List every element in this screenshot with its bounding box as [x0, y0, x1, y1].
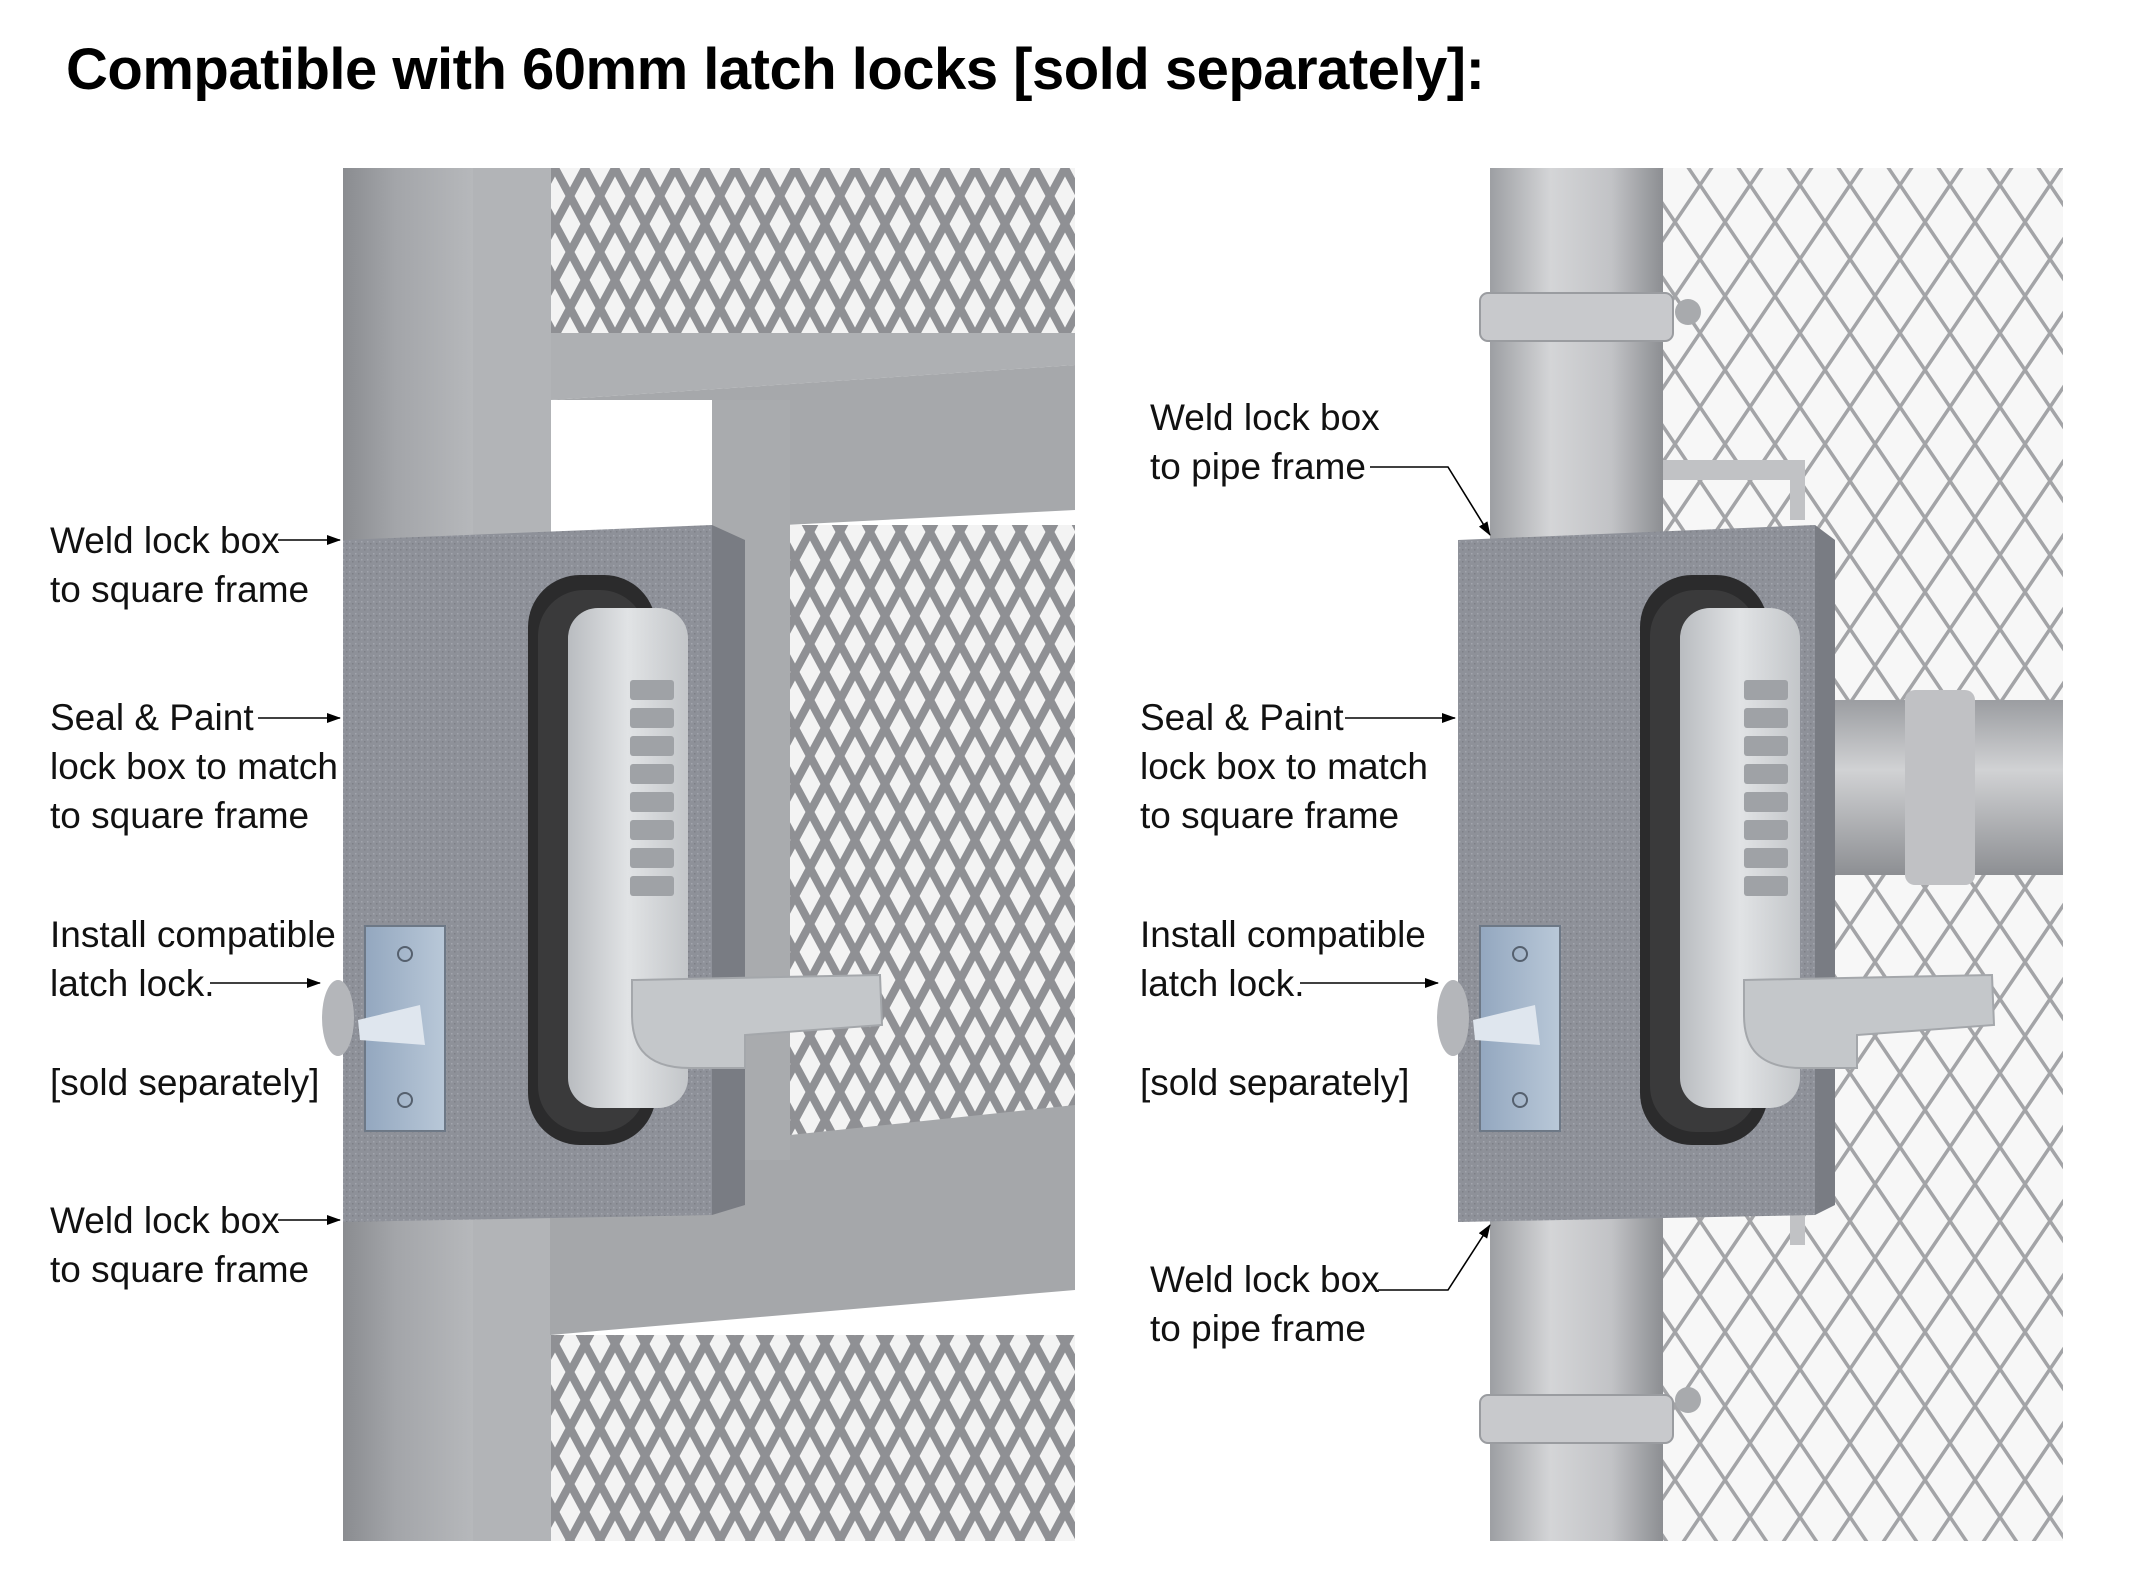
label-right-seal-paint: Seal & Paint lock box to match to square…: [1140, 697, 1428, 836]
label-right-install: Install compatible latch lock.: [1140, 914, 1426, 1004]
label-right-weld-bottom: Weld lock box to pipe frame: [1150, 1259, 1380, 1349]
label-left-weld-top: Weld lock box to square frame: [50, 520, 310, 610]
right-pipe-frame-illustration: [1437, 168, 2063, 1541]
label-right-sold-separately: [sold separately]: [1140, 1062, 1410, 1103]
label-left-seal-paint: Seal & Paint lock box to match to square…: [50, 697, 338, 836]
label-left-sold-separately: [sold separately]: [50, 1062, 320, 1103]
label-right-weld-top: Weld lock box to pipe frame: [1150, 397, 1380, 487]
leader-arrows: [210, 466, 1491, 1291]
page-title: Compatible with 60mm latch locks [sold s…: [66, 37, 1485, 102]
label-left-weld-bottom: Weld lock box to square frame: [50, 1200, 310, 1290]
left-square-frame-illustration: [322, 168, 1075, 1541]
label-left-install: Install compatible latch lock.: [50, 914, 336, 1004]
